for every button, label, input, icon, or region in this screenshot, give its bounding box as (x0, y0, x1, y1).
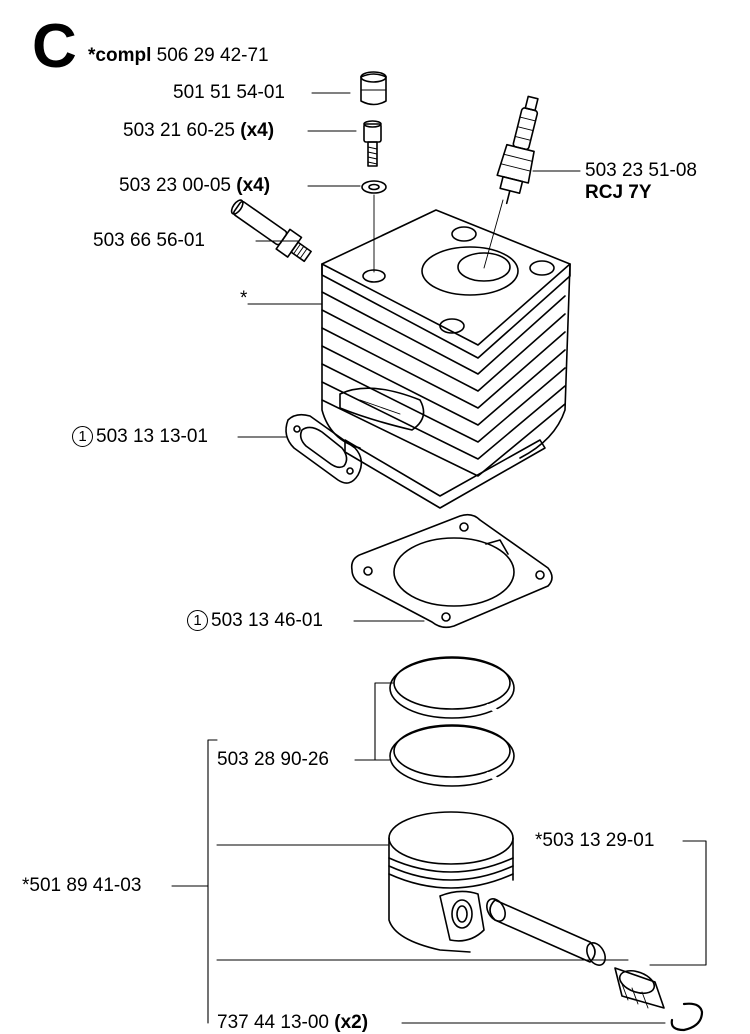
base-gasket-number: 503 13 46-01 (211, 610, 323, 631)
compl-part-number: 506 29 42-71 (156, 45, 269, 66)
cylinder-drawing (321, 209, 571, 509)
circlip-drawing (670, 1002, 704, 1032)
screw-qty: (x4) (240, 120, 275, 141)
piston-ring-upper (389, 656, 515, 719)
leader-lines (171, 92, 707, 1024)
circlip-label: 737 44 13-00 (x2) (217, 1012, 368, 1034)
piston-ring-lower (389, 724, 515, 787)
base-gasket-drawing (350, 513, 553, 629)
exhaust-gasket-number: 503 13 13-01 (96, 426, 208, 447)
plug-cap-label: 501 51 54-01 (173, 82, 285, 103)
ref-circle-1: 1 (72, 426, 93, 447)
spark-plug-drawing (496, 95, 539, 205)
ref-circle-2: 1 (187, 610, 208, 631)
circlip-number: 737 44 13-00 (217, 1012, 329, 1033)
decompression-valve-drawing (230, 199, 312, 263)
cylinder-marker: * (240, 288, 248, 309)
washer-qty: (x4) (236, 175, 271, 196)
exhaust-gasket-drawing (285, 413, 363, 484)
piston-pin-drawing (486, 898, 606, 966)
piston-kit-label: *501 89 41-03 (22, 875, 142, 896)
washer-label: 503 23 00-05 (x4) (119, 175, 270, 197)
needle-bearing-drawing (614, 967, 665, 1009)
compl-label: *compl (88, 45, 152, 66)
washer-number: 503 23 00-05 (119, 175, 231, 196)
screw-number: 503 21 60-25 (123, 120, 235, 141)
plug-cap-drawing (360, 71, 387, 106)
piston-drawing (388, 811, 514, 953)
screw-label: 503 21 60-25 (x4) (123, 120, 274, 142)
spark-plug-type: RCJ 7Y (585, 182, 652, 203)
compl-header: *compl 506 29 42-71 (88, 45, 269, 67)
needle-bearing-label: *503 13 29-01 (535, 830, 655, 851)
piston-rings-label: 503 28 90-26 (217, 749, 329, 770)
circlip-qty: (x2) (334, 1012, 369, 1033)
screw-drawing (363, 120, 382, 167)
decomp-valve-label: 503 66 56-01 (93, 230, 205, 251)
section-letter: C (32, 12, 77, 81)
washer-drawing (361, 180, 387, 194)
spark-plug-number: 503 23 51-08 (585, 160, 697, 181)
